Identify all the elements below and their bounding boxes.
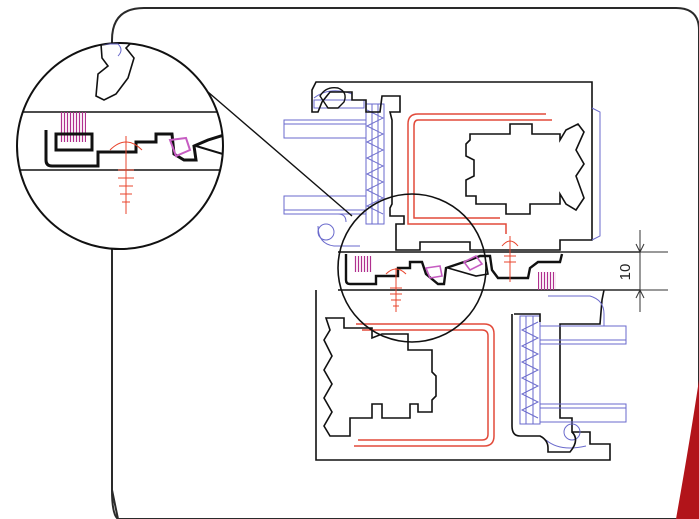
glazing-unit — [519, 295, 627, 449]
brush-seal — [538, 272, 556, 290]
upper-sash-profile — [283, 81, 601, 251]
detail-circle-marker — [337, 193, 487, 343]
fixing-screw — [109, 136, 143, 214]
thermal-break — [407, 113, 552, 234]
fixing-screw — [385, 236, 519, 312]
upper-sash-outline — [311, 81, 593, 251]
corner-accent — [676, 380, 699, 519]
magnifier-connector — [207, 91, 353, 217]
brush-seal — [60, 112, 86, 142]
gasket — [168, 114, 223, 158]
detail-magnifier — [16, 42, 224, 250]
lower-sash-profile — [315, 289, 627, 461]
upper-inner-chamber — [465, 122, 585, 215]
lower-inner-chamber — [323, 317, 437, 437]
glazing-unit — [283, 90, 385, 247]
brush-seal — [354, 256, 372, 272]
dimension-annotation — [560, 230, 668, 312]
dimension-label: 10 — [617, 264, 634, 281]
gasket — [424, 254, 484, 279]
thermal-break — [354, 323, 495, 447]
